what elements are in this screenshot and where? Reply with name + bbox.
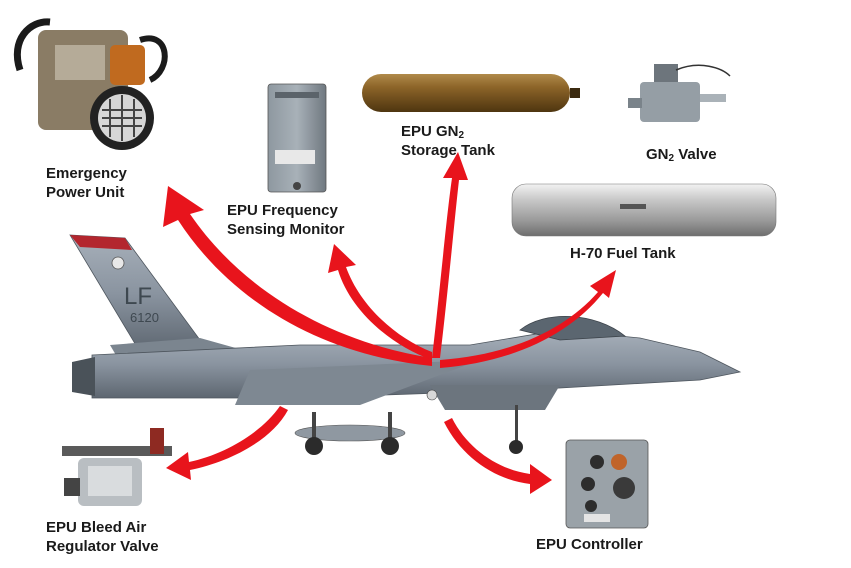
label-gn2-storage-tank: EPU GN2 Storage Tank (401, 123, 495, 159)
emergency-power-unit-image (13, 18, 168, 150)
label-epu-controller: EPU Controller (536, 536, 643, 553)
gn2-storage-tank-image (362, 74, 580, 112)
label-bleed-air-regulator-valve: EPU Bleed Air Regulator Valve (46, 519, 159, 555)
label-gn2-valve: GN2 Valve (646, 146, 717, 164)
epu-controller-image (565, 439, 649, 529)
gn2-valve-image (628, 64, 731, 122)
tail-code: LF (124, 283, 152, 310)
label-emergency-power-unit: Emergency Power Unit (46, 165, 127, 201)
frequency-sensing-monitor-image (267, 83, 327, 193)
label-h70-fuel-tank: H-70 Fuel Tank (570, 245, 676, 262)
arrow-to-gn2-tank (432, 152, 468, 358)
arrow-to-controller (444, 418, 552, 494)
arrow-to-bleed-valve (166, 406, 288, 480)
arrow-to-fsm (328, 244, 432, 360)
tail-number: 6120 (130, 310, 159, 325)
label-frequency-sensing-monitor: EPU Frequency Sensing Monitor (227, 202, 345, 238)
arrows (163, 152, 616, 494)
bleed-air-regulator-valve-image (62, 428, 172, 506)
aircraft: LF 6120 (69, 234, 742, 455)
arrow-to-epu (163, 186, 432, 366)
h70-fuel-tank-image (511, 183, 777, 237)
